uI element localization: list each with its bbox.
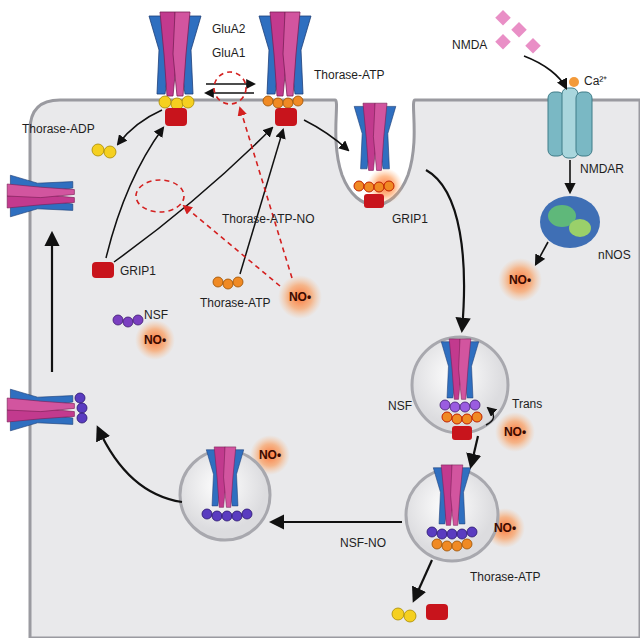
trafficking-arrows [52,170,478,600]
arrows-left [106,110,348,274]
thorase-atp-no [442,412,482,424]
grip1 [364,194,384,208]
nsf [440,400,480,412]
arrows-nmda [524,56,570,264]
vesicle [412,337,508,433]
protein-label: Thorase-ATP [470,570,540,584]
equilibrium-arrows [206,84,254,93]
thorase-atp [213,277,243,289]
grip1 [452,426,472,440]
dendrite-cytoplasm [30,100,640,638]
nnos-enzyme [540,196,600,248]
nmda-receptor [548,88,592,158]
nmda-ligand [495,10,541,54]
no-label: NO• [259,448,281,462]
protein-label: GRIP1 [120,264,156,278]
no-label: NO• [144,333,166,347]
protein-label: Thorase-ADP [22,122,95,136]
ampa-receptor [259,12,311,96]
subunit-label: GluA1 [212,46,245,60]
ampa-receptor [7,389,74,431]
nsf-no [427,527,477,539]
ampa-receptor [433,465,470,525]
grip1 [275,108,297,126]
enzyme-label: nNOS [598,248,631,262]
grip1 [165,108,187,126]
protein-label: NSF-NO [340,536,386,550]
protein-label: NSF [144,308,168,322]
ampa-receptor [206,447,243,507]
ampa-receptor [149,12,201,96]
thorase-adp [159,96,194,110]
trans-arrow [486,408,494,425]
calcium-ion [569,77,579,87]
thorase-atp [263,96,303,108]
protein-label: GRIP1 [392,212,428,226]
inhibition-marks [136,72,292,286]
nsf-no [75,393,87,423]
thorase-atp-no [354,181,394,192]
subunit-label: GluA2 [212,22,245,36]
nsf-no [202,509,252,521]
ligand-label: NMDA [452,38,487,52]
protein-label: Thorase-ATP-NO [222,212,314,226]
nsf [113,315,143,327]
no-label: NO• [509,273,531,287]
grip1 [92,262,114,278]
ampa-receptor [441,339,478,399]
thorase-atp [432,539,472,551]
thorase-adp [92,144,116,158]
released-complex [392,604,448,622]
protein-label: NSF [388,399,412,413]
no-label: NO• [289,290,311,304]
no-label: NO• [494,521,516,535]
protein-label: Thorase-ATP [314,68,384,82]
protein-label: Thorase-ATP [200,296,270,310]
receptor-label: NMDAR [580,162,624,176]
ampa-receptor [7,175,74,217]
no-label: NO• [504,425,526,439]
process-label: Trans [512,397,542,411]
ion-label: Ca²⁺ [584,74,607,88]
ampa-receptor [354,103,396,170]
